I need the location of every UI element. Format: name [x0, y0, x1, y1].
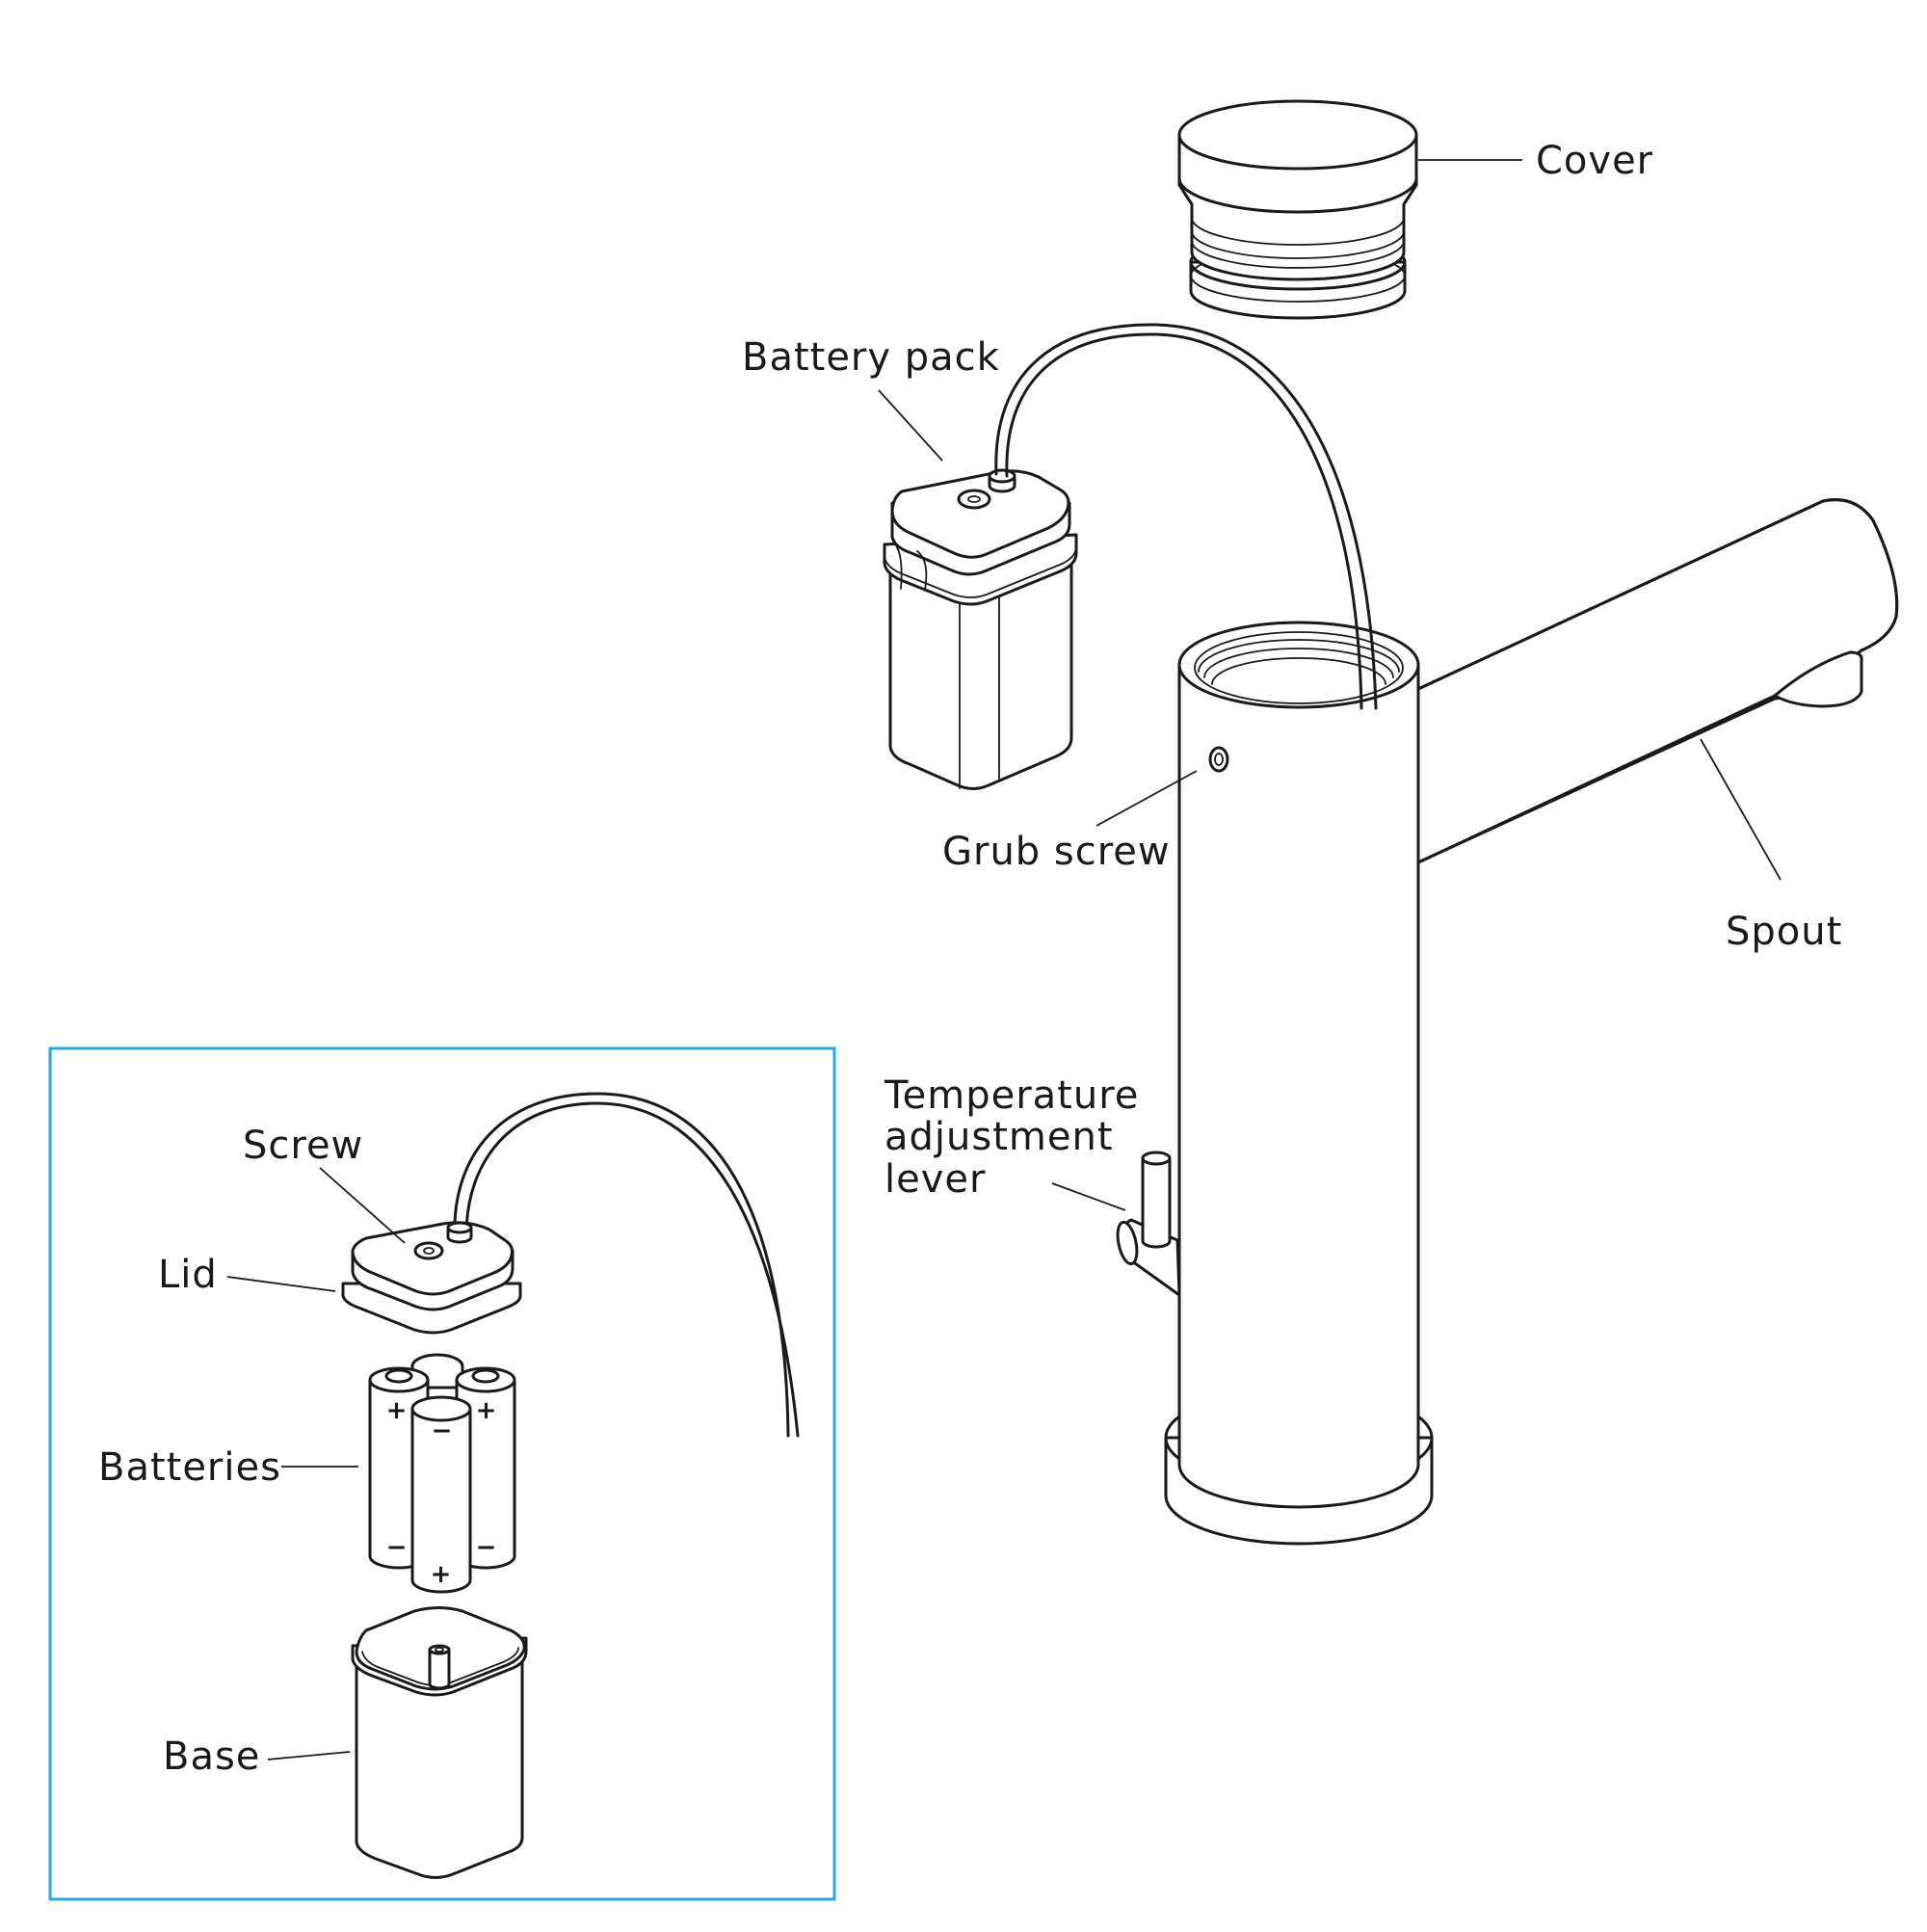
label-temperature-line-2: adjustment — [884, 1115, 1114, 1159]
inset-lid — [341, 1221, 522, 1335]
battery-sign-minus: − — [432, 1416, 454, 1445]
labels: Cover Battery pack Grub screw Spout Temp… — [98, 139, 1842, 1779]
battery-sign-plus: + — [476, 1396, 498, 1425]
cover-part — [1177, 99, 1418, 320]
label-base: Base — [163, 1734, 260, 1779]
battery-sign-minus: − — [476, 1533, 498, 1562]
battery-sign-plus: + — [386, 1396, 409, 1425]
tap-body — [1164, 621, 1434, 1546]
label-temperature-line-3: lever — [884, 1157, 986, 1202]
label-temperature-line-1: Temperature — [884, 1073, 1139, 1118]
label-grub-screw: Grub screw — [942, 830, 1171, 874]
label-battery-pack: Battery pack — [742, 335, 1000, 380]
main-leaders — [878, 159, 1782, 1211]
label-spout: Spout — [1726, 910, 1842, 954]
spout-part — [1416, 498, 1899, 864]
label-cover: Cover — [1536, 139, 1653, 183]
label-screw: Screw — [243, 1124, 363, 1168]
battery-pack-part — [883, 323, 1378, 790]
inset-border — [48, 1046, 836, 1901]
battery-sign-plus: + — [431, 1560, 453, 1589]
label-lid: Lid — [158, 1253, 218, 1297]
battery-sign-minus: − — [386, 1533, 409, 1562]
label-batteries: Batteries — [98, 1445, 281, 1490]
inset-panel: + + − − − − + — [48, 1046, 836, 1901]
inset-base — [351, 1606, 528, 1879]
battery-sign-minus: − — [432, 1373, 454, 1402]
inset-batteries: + + − − − − + — [368, 1353, 516, 1594]
temperature-lever-part — [1116, 1151, 1181, 1297]
